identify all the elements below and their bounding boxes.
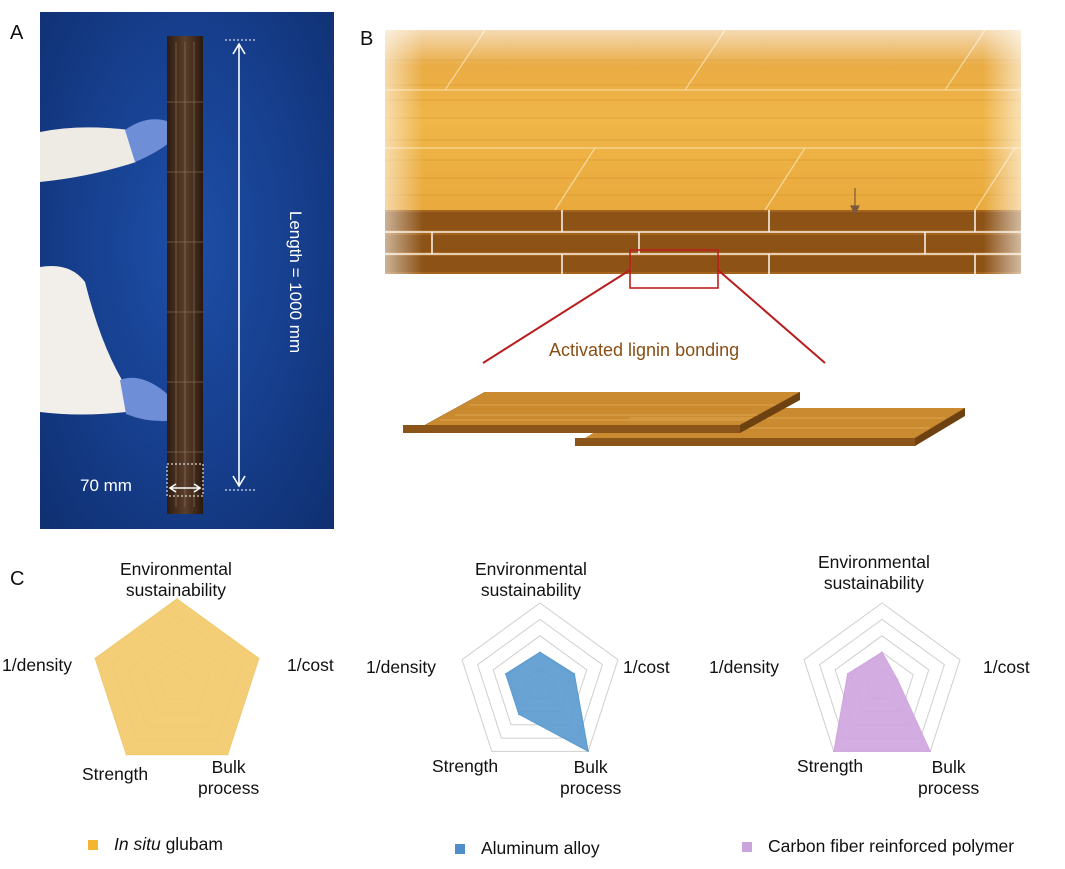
legend-swatch-aluminum — [455, 843, 465, 854]
radar-grid-ring — [477, 618, 603, 739]
glubam-schematic — [385, 30, 1025, 460]
legend-item-glubam: In situ glubam — [88, 834, 223, 855]
radar-axis-label: Strength — [797, 756, 864, 776]
radar-grid-ring — [461, 602, 619, 752]
glove-lower — [120, 377, 179, 422]
length-annotation: Length = 1000 mm — [286, 210, 305, 354]
radar-axis-label: Strength — [82, 764, 149, 784]
radar-axis-label: 1/cost — [623, 657, 670, 677]
radar-axis-label: 1/cost — [287, 655, 334, 675]
zoom-box — [629, 249, 719, 289]
radar-plot-cfrp — [803, 602, 961, 753]
sleeve-lower — [40, 266, 126, 415]
photo-drawing — [40, 36, 255, 514]
radar-point-glubam — [125, 753, 128, 756]
width-arrow — [168, 483, 202, 493]
radar-point-cfrp — [846, 673, 849, 675]
radar-point-glubam — [94, 657, 97, 660]
radar-axis-label: 1/density — [709, 657, 780, 677]
radar-point-glubam — [176, 598, 178, 600]
radar-point-cfrp — [896, 679, 899, 681]
lignin-bonding-label: Activated lignin bonding — [549, 340, 740, 360]
radar-axis-label: 1/density — [366, 657, 437, 677]
width-annotation: 70 mm — [80, 476, 132, 495]
radar-point-glubam — [257, 657, 260, 660]
radar-axis-label: 1/cost — [983, 657, 1030, 677]
radar-series-aluminum — [505, 651, 589, 753]
sleeve-upper — [40, 127, 136, 182]
panel-label-a: A — [10, 22, 24, 44]
radar-point-aluminum — [504, 673, 507, 675]
radar-plot-aluminum — [461, 602, 619, 753]
panel-label-c: C — [10, 568, 25, 590]
glove-upper — [125, 119, 180, 162]
radar-point-cfrp — [833, 750, 835, 753]
legend-item-aluminum: Aluminum alloy — [455, 838, 600, 859]
panel-label-b: B — [360, 28, 374, 50]
radar-axis-label: 1/density — [2, 655, 73, 675]
radar-point-aluminum — [587, 750, 589, 753]
schematic-drawing — [385, 30, 1021, 446]
legend-swatch-glubam — [88, 839, 98, 850]
radar-point-aluminum — [539, 651, 541, 653]
radar-point-aluminum — [573, 673, 576, 675]
radar-plot-glubam — [94, 598, 260, 756]
radar-series-glubam — [94, 598, 260, 756]
legend-swatch-cfrp — [742, 841, 752, 852]
radar-series-cfrp — [833, 651, 931, 752]
radar-point-aluminum — [517, 713, 520, 715]
radar-point-cfrp — [929, 750, 931, 753]
radar-point-cfrp — [881, 651, 883, 653]
bamboo-strip-photo: Length = 1000 mm 70 mm — [40, 12, 334, 529]
length-arrow — [232, 42, 246, 488]
radar-axis-label: Strength — [432, 756, 499, 776]
radar-point-glubam — [226, 753, 229, 756]
legend-item-cfrp: Carbon fiber reinforced polymer — [742, 836, 1014, 857]
